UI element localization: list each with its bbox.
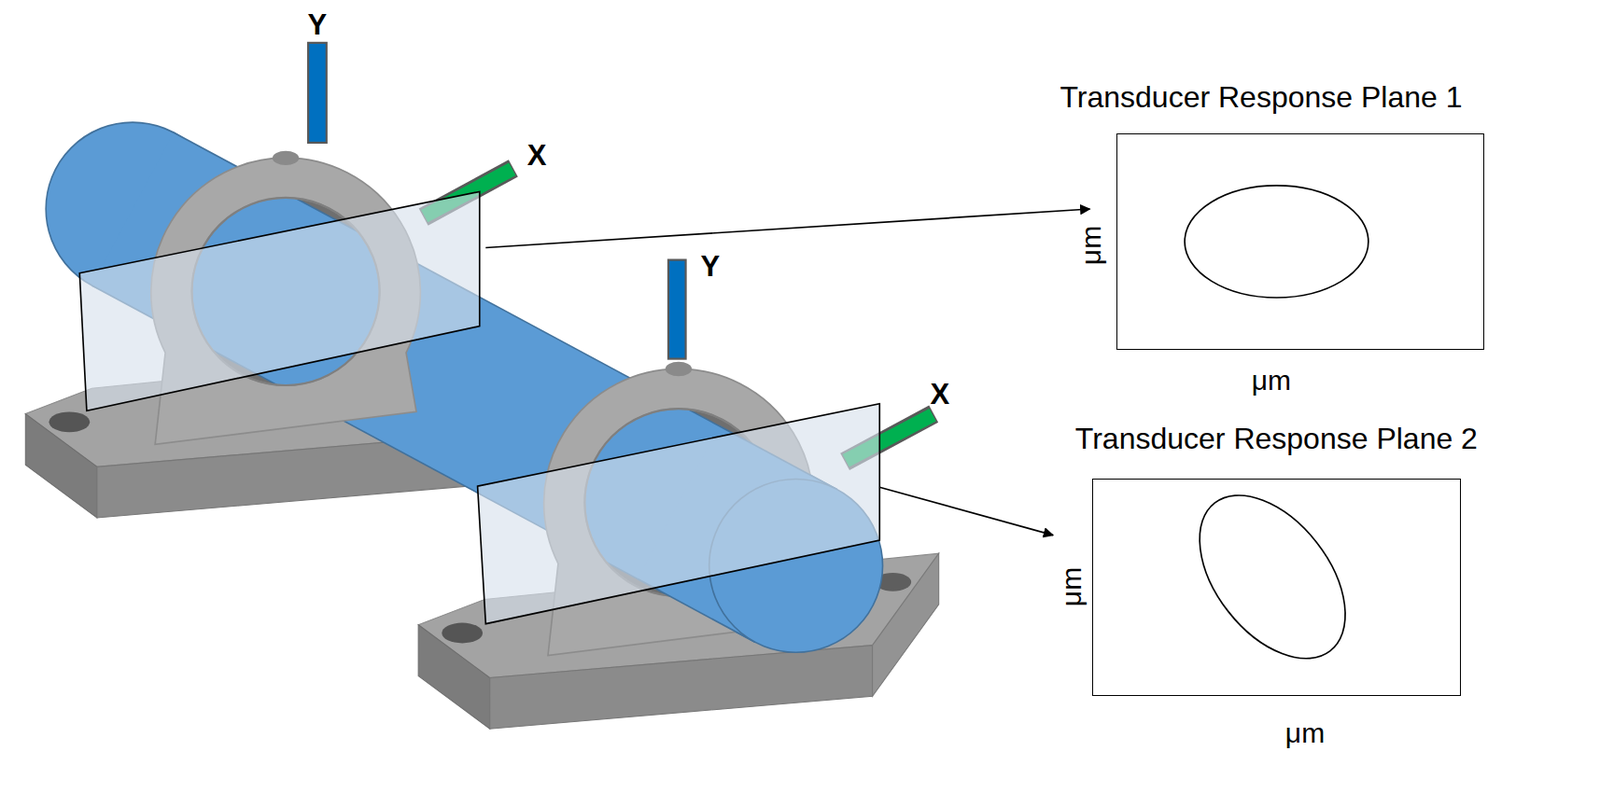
response-plot: Transducer Response Plane 1μmμm bbox=[1116, 133, 1486, 351]
plot-title: Transducer Response Plane 2 bbox=[1075, 422, 1478, 456]
axis-label: μm bbox=[1054, 567, 1086, 607]
plot-title: Transducer Response Plane 1 bbox=[1059, 81, 1462, 114]
transducer-label: Y bbox=[700, 251, 720, 283]
transducer-label: X bbox=[527, 140, 548, 172]
leader-arrow bbox=[485, 209, 1090, 536]
axis-label: μm bbox=[1251, 364, 1292, 396]
response-plot: Transducer Response Plane 2μmμm bbox=[1092, 478, 1462, 697]
axis-label: μm bbox=[1075, 225, 1107, 266]
transducer-label: X bbox=[929, 378, 950, 411]
transducer-label: Y bbox=[308, 9, 328, 42]
measurement-plane bbox=[79, 191, 880, 624]
axis-label: μm bbox=[1285, 717, 1325, 749]
